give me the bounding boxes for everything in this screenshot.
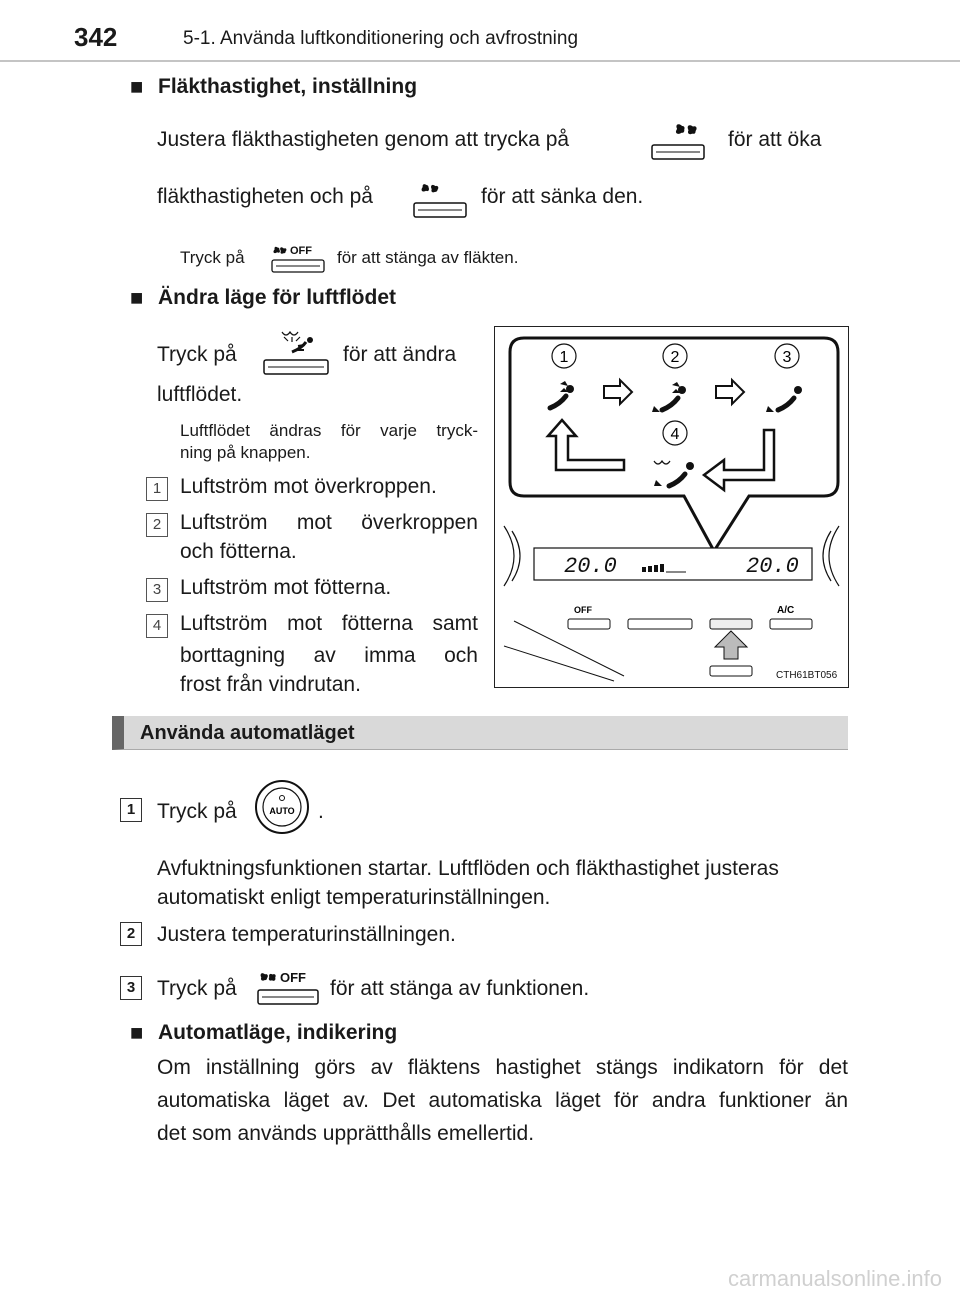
airflow-note-2: ning på knappen.	[180, 443, 311, 462]
panel-fan-off-button	[567, 618, 611, 630]
airflow-diagram: 1 2 3 4 20.0 20.0 OFF A/C	[494, 326, 849, 688]
mode-face-icon	[547, 381, 574, 411]
airflow-item-4-line-1: Luftström mot fötterna samt	[180, 612, 478, 635]
panel-ac-button	[769, 618, 813, 630]
square-bullet: ■	[130, 1020, 144, 1045]
airflow-item-2-line-2: och fötterna.	[180, 540, 297, 563]
airflow-text-1a: Tryck på	[157, 343, 237, 366]
fan-speed-text-1a: Justera fläkthastigheten genom att tryck…	[157, 128, 570, 151]
indicator-line-3: det som används upprätthålls emellertid.	[157, 1122, 535, 1145]
display-left-temp: 20.0	[564, 554, 617, 579]
arrow-right-icon	[715, 377, 746, 407]
callout-2	[662, 343, 688, 369]
panel-off-label: OFF	[574, 605, 592, 615]
item-number: 2	[146, 513, 168, 537]
callout-3-label: 3	[783, 349, 792, 366]
airflow-text-1b: för att ändra	[343, 343, 457, 366]
step-number: 3	[120, 976, 142, 1000]
step-3-text-a: Tryck på	[157, 977, 237, 1000]
chapter-title: 5-1. Använda luftkonditionering och avfr…	[183, 28, 579, 49]
display-right-temp: 20.0	[746, 554, 799, 579]
step-2-text: Justera temperaturinställningen.	[157, 923, 456, 946]
airflow-item-1: Luftström mot överkroppen.	[180, 475, 437, 498]
step-1-detail-1: Avfuktningsfunktionen startar. Luftflöde…	[157, 857, 779, 880]
airflow-item-2-line-1: Luftström mot överkroppen	[180, 511, 478, 534]
fan-speed-text-1b: för att öka	[728, 128, 822, 151]
airflow-text-2: luftflödet.	[157, 383, 243, 406]
lcd-display	[533, 547, 813, 581]
fan-down-button-icon	[413, 184, 467, 218]
callout-3	[774, 343, 800, 369]
panel-mode-button	[709, 618, 753, 630]
airflow-mode-button-icon	[263, 330, 329, 375]
fan-speed-heading: Fläkthastighet, inställning	[158, 75, 418, 98]
fan-speed-text-2b: för att sänka den.	[481, 185, 644, 208]
fan-off-note-a: Tryck på	[180, 248, 245, 267]
square-bullet: ■	[130, 285, 144, 310]
fan-off-note-b: för att stänga av fläkten.	[337, 248, 519, 267]
callout-1	[551, 343, 577, 369]
step-1-detail-2: automatiskt enligt temperaturinställning…	[157, 886, 551, 909]
fan-off-button-icon: OFF	[257, 970, 319, 1005]
figure-code: CTH61BT056	[776, 670, 838, 681]
airflow-note-1: Luftflödet ändras för varje tryck-	[180, 421, 478, 440]
indicator-line-2: automatiska läget av. Det automatiska lä…	[157, 1089, 848, 1112]
mode-face-foot-icon	[652, 382, 686, 413]
header-rule	[0, 60, 960, 62]
auto-button-icon: AUTO	[255, 780, 309, 834]
arrow-up-icon	[545, 418, 626, 472]
panel-fan-speed-button	[627, 618, 693, 630]
section-header: Använda automatläget	[112, 716, 848, 750]
airflow-heading: Ändra läge för luftflödet	[158, 286, 396, 309]
step-number: 1	[120, 798, 142, 822]
callout-2-label: 2	[671, 349, 680, 366]
display-fan-bars-icon	[642, 564, 686, 573]
section-title: Använda automatläget	[140, 722, 355, 744]
step-3-text-b: för att stänga av funktionen.	[330, 977, 590, 1000]
callout-4-label: 4	[671, 426, 680, 443]
step-number: 2	[120, 922, 142, 946]
fan-off-label: OFF	[280, 970, 306, 985]
watermark: carmanualsonline.info	[727, 1266, 942, 1291]
fan-up-button-icon	[651, 124, 705, 160]
panel-ac-label: A/C	[777, 605, 794, 616]
page-number: 342	[74, 22, 118, 52]
item-number: 1	[146, 477, 168, 501]
callout-4	[662, 420, 688, 446]
step-1-text-b: .	[318, 800, 324, 823]
airflow-item-3: Luftström mot fötterna.	[180, 576, 392, 599]
square-bullet: ■	[130, 74, 144, 99]
airflow-item-4-line-2: borttagning av imma och	[180, 644, 478, 667]
mode-foot-defrost-icon	[653, 459, 694, 489]
step-1-text-a: Tryck på	[157, 800, 237, 823]
fan-off-button-icon: OFF	[271, 245, 325, 273]
arrow-right-icon	[603, 377, 634, 407]
arrow-left-icon	[701, 428, 776, 493]
airflow-item-4-line-3: frost från vindrutan.	[180, 673, 361, 696]
callout-1-label: 1	[560, 349, 569, 366]
fan-speed-text-2a: fläkthastigheten och på	[157, 185, 373, 208]
indicator-line-1: Om inställning görs av fläktens hastighe…	[157, 1056, 848, 1079]
mode-foot-icon	[766, 386, 802, 413]
press-arrow-icon	[713, 630, 749, 660]
indicator-heading: Automatläge, indikering	[158, 1021, 398, 1044]
item-number: 3	[146, 578, 168, 602]
fan-off-label: OFF	[290, 245, 312, 257]
auto-label: AUTO	[269, 806, 294, 816]
panel-auto-button	[709, 665, 753, 677]
item-number: 4	[146, 614, 168, 638]
